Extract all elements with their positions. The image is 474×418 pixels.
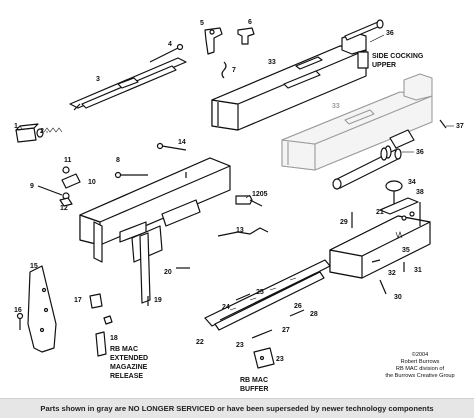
magazine-well xyxy=(204,259,331,331)
callout-19: 19 xyxy=(154,297,162,304)
callout-29: 29 xyxy=(340,219,348,226)
callout-10: 10 xyxy=(88,179,96,186)
callout-14: 14 xyxy=(178,139,186,146)
part-16-screw xyxy=(16,312,24,330)
part-23-buffer xyxy=(253,347,275,369)
callout-4: 4 xyxy=(168,41,172,48)
callout-24: 24 xyxy=(222,304,230,311)
callout-3: 3 xyxy=(96,76,100,83)
part-10-lever xyxy=(61,173,81,200)
callout-8: 8 xyxy=(116,157,120,164)
part-30-pin xyxy=(379,279,387,295)
callout-6: 6 xyxy=(248,19,252,26)
ext-mag-line1: RB MAC xyxy=(110,346,138,353)
part-9-pin xyxy=(37,185,63,196)
part-28-pin xyxy=(289,309,305,317)
callout-18: 18 xyxy=(110,335,118,342)
part-35-spring xyxy=(395,231,403,239)
callout-23-lower: 23 xyxy=(276,356,284,363)
copyright-line4: the Burrows Creative Group xyxy=(385,373,454,379)
callout-15: 15 xyxy=(30,263,38,270)
part-4-rod xyxy=(149,43,184,63)
callout-32: 32 xyxy=(388,270,396,277)
part-1205-screw xyxy=(235,195,263,207)
part-15-grip xyxy=(27,265,57,353)
callout-25: 25 xyxy=(256,289,264,296)
callout-9: 9 xyxy=(30,183,34,190)
side-cocking-note: SIDE COCKING UPPER xyxy=(372,53,424,69)
side-cocking-line1: SIDE COCKING xyxy=(372,53,424,60)
part-1-block xyxy=(15,123,39,143)
callout-17: 17 xyxy=(74,297,82,304)
callout-23-upper: 23 xyxy=(236,342,244,349)
copyright-line1: ©2004 xyxy=(412,351,429,358)
copyright-block: ©2004 Robert Burrows RB MAC division of … xyxy=(385,351,454,379)
callout-35: 35 xyxy=(402,247,410,254)
callout-13: 13 xyxy=(236,227,244,234)
part-32-pin xyxy=(371,259,381,263)
part-5-trigger xyxy=(204,27,223,55)
footer-note: Parts shown in gray are NO LONGER SERVIC… xyxy=(0,398,474,418)
callout-5: 5 xyxy=(200,20,204,27)
part-7-spring xyxy=(221,61,227,79)
ext-mag-line3: MAGAZINE xyxy=(110,364,148,371)
buffer-line1: RB MAC xyxy=(240,377,268,384)
callout-labels: 2 1 3 4 5 6 7 8 9 10 11 12 13 14 15 16 1… xyxy=(14,19,464,363)
side-cocking-line2: UPPER xyxy=(372,62,396,69)
upper-receiver xyxy=(211,32,367,131)
callout-34: 34 xyxy=(408,179,416,186)
barrel-top xyxy=(344,19,384,69)
part-27-pin xyxy=(251,329,273,339)
callout-36-top: 36 xyxy=(386,30,394,37)
callout-22: 22 xyxy=(196,339,204,346)
callout-33-gray: 33 xyxy=(332,103,340,110)
copyright-line3: RB MAC division of xyxy=(396,366,445,372)
callout-31: 31 xyxy=(414,267,422,274)
extended-mag-release-note: RB MAC EXTENDED MAGAZINE RELEASE xyxy=(110,346,148,380)
gray-upper-receiver xyxy=(281,73,433,171)
buffer-line2: BUFFER xyxy=(240,386,268,393)
callout-1: 1 xyxy=(14,123,18,130)
part-17-catch xyxy=(89,293,103,309)
part-26-rod xyxy=(235,293,251,301)
callout-1205: 1205 xyxy=(252,191,268,198)
ext-mag-line4: RELEASE xyxy=(110,373,143,380)
lower-right-housing xyxy=(329,197,431,279)
part-3-bolt xyxy=(69,57,187,111)
callout-7: 7 xyxy=(232,67,236,74)
callout-27: 27 xyxy=(282,327,290,334)
callout-2: 2 xyxy=(40,128,44,135)
callout-37: 37 xyxy=(456,123,464,130)
part-14-pin xyxy=(156,142,187,151)
part-18-mag-release xyxy=(95,315,113,357)
callout-30: 30 xyxy=(394,294,402,301)
leader-lines xyxy=(19,34,454,199)
part-11-pin xyxy=(62,166,70,174)
callout-38: 38 xyxy=(416,189,424,196)
ext-mag-line2: EXTENDED xyxy=(110,355,148,362)
diagram-svg: 2 1 3 4 5 6 7 8 9 10 11 12 13 14 15 16 1… xyxy=(14,19,464,393)
callout-33-upper: 33 xyxy=(268,59,276,66)
callout-12: 12 xyxy=(60,205,68,212)
part-13-wire xyxy=(217,227,269,237)
buffer-note: RB MAC BUFFER xyxy=(240,377,268,393)
callout-28: 28 xyxy=(310,311,318,318)
part-12-spring xyxy=(59,197,73,207)
part-37-pin xyxy=(439,119,447,129)
part-8-pin xyxy=(114,171,148,179)
callout-11: 11 xyxy=(64,157,72,164)
lower-receiver xyxy=(79,157,231,304)
callout-36-lower: 36 xyxy=(416,149,424,156)
part-6-safety xyxy=(237,27,255,45)
barrel-lower xyxy=(332,129,415,190)
callout-26: 26 xyxy=(294,303,302,310)
callout-16: 16 xyxy=(14,307,22,314)
callout-21: 21 xyxy=(376,209,384,216)
callout-20: 20 xyxy=(164,269,172,276)
copyright-line2: Robert Burrows xyxy=(401,359,440,365)
part-2-spring xyxy=(36,127,63,138)
part-34-knob xyxy=(385,180,403,204)
